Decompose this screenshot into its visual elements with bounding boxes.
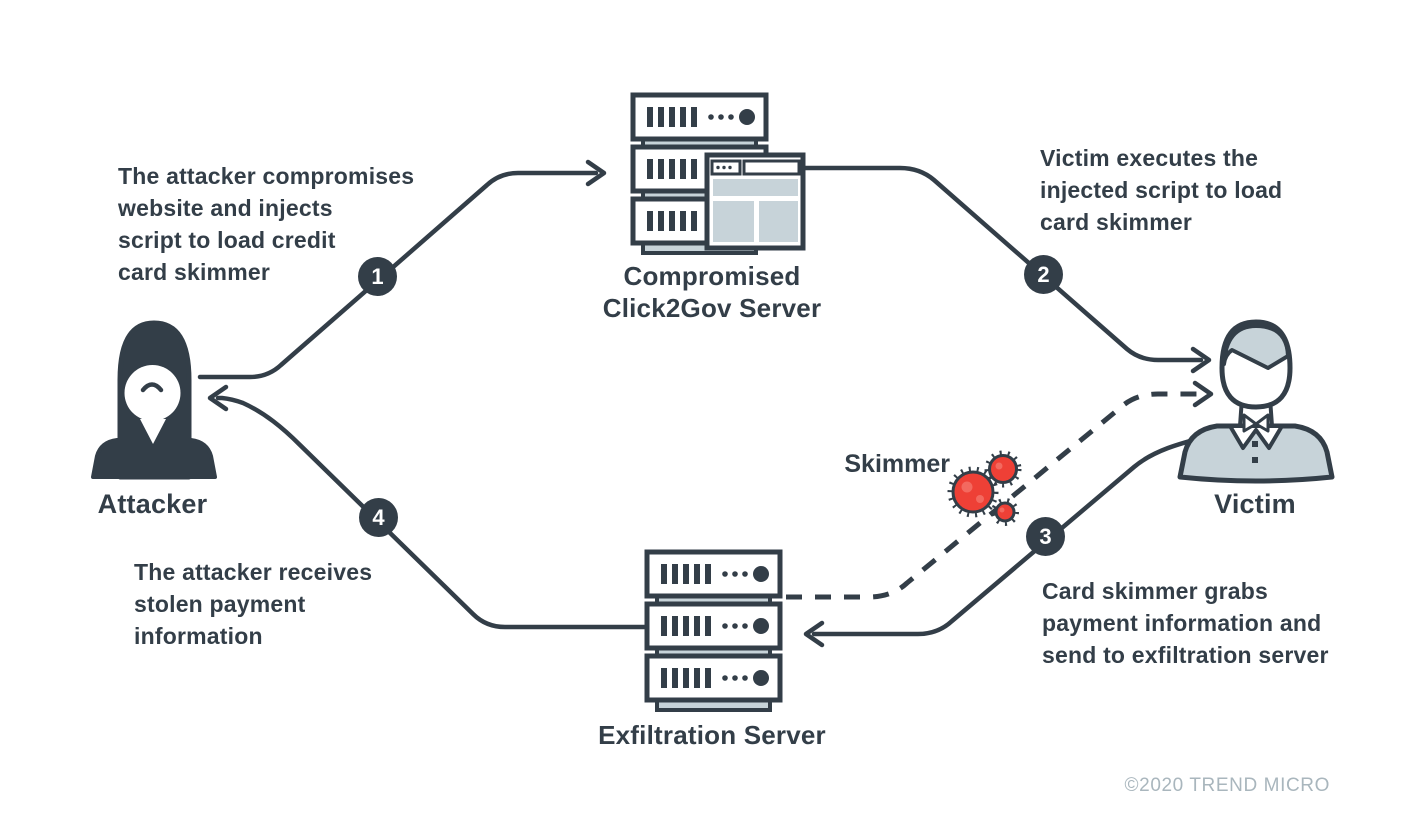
step-3-badge: 3 bbox=[1026, 517, 1065, 556]
server-stack-browser-icon bbox=[633, 95, 806, 253]
server-stack-icon bbox=[647, 552, 780, 710]
copyright-notice: ©2020 TREND MICRO bbox=[1124, 775, 1330, 796]
flow-line-skimmer-dashed bbox=[786, 391, 1203, 600]
virus-icon bbox=[984, 450, 1022, 488]
attacker-label: Attacker bbox=[97, 489, 208, 519]
arrowhead-1 bbox=[585, 159, 607, 187]
step-1-text: The attacker compromises website and inj… bbox=[118, 163, 415, 285]
arrowhead-2 bbox=[1190, 346, 1212, 374]
virus-icon bbox=[991, 498, 1019, 526]
arrowhead-skimmer bbox=[1192, 380, 1214, 408]
step-2-text: Victim executes the injected script to l… bbox=[1040, 145, 1283, 235]
compromised-server-label: Compromised Click2Gov Server bbox=[602, 261, 822, 323]
arrowhead-4 bbox=[207, 384, 229, 412]
step-2-badge: 2 bbox=[1024, 255, 1063, 294]
skimmer-label: Skimmer bbox=[844, 450, 950, 478]
person-icon bbox=[1177, 319, 1335, 484]
hooded-attacker-icon bbox=[91, 320, 217, 480]
flow-line-4 bbox=[215, 395, 650, 630]
browser-window-icon bbox=[704, 152, 806, 251]
virus-icon bbox=[947, 466, 999, 518]
step-1-badge: 1 bbox=[358, 257, 397, 296]
exfiltration-server-label: Exfiltration Server bbox=[598, 720, 826, 750]
step-4-badge: 4 bbox=[359, 498, 398, 537]
arrowhead-3 bbox=[803, 620, 825, 648]
step-4-text: The attacker receives stolen payment inf… bbox=[134, 559, 373, 649]
victim-label: Victim bbox=[1214, 489, 1296, 519]
virus-cluster-icon bbox=[947, 450, 1022, 526]
step-3-text: Card skimmer grabs payment information a… bbox=[1042, 578, 1329, 668]
